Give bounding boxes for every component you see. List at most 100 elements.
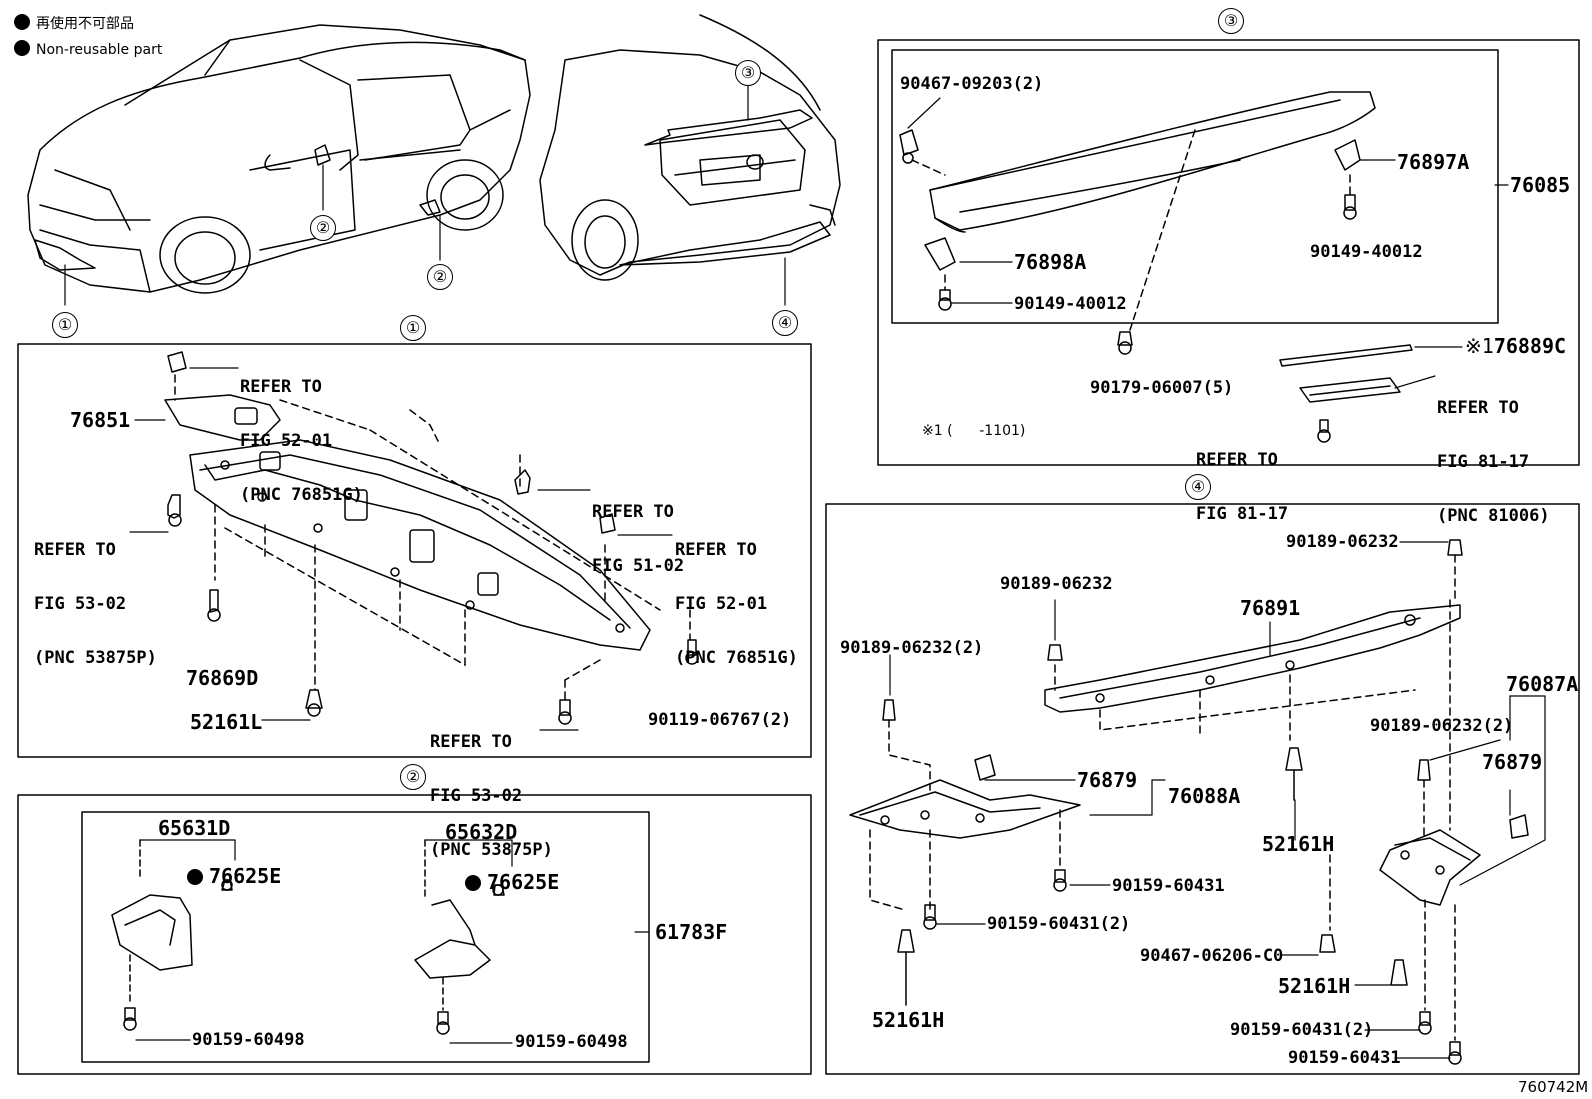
ref-line: (PNC 76851G) xyxy=(240,485,363,505)
part-number: 76889C xyxy=(1493,334,1567,358)
ref-line: REFER TO xyxy=(1196,450,1278,470)
legend-jp-text: 再使用不可部品 xyxy=(36,16,134,32)
part-65631D: 65631D xyxy=(158,816,231,840)
ref-fig-53-02-left: REFER TO FIG 53-02 (PNC 53875P) xyxy=(34,508,157,684)
callout-1-header: ① xyxy=(400,315,426,341)
callout-1-car: ① xyxy=(52,312,78,338)
part-52161L: 52161L xyxy=(190,710,263,734)
ref-line: REFER TO xyxy=(240,377,322,397)
legend-en: Non-reusable part xyxy=(14,40,162,57)
ref-fig-51-02: REFER TO FIG 51-02 xyxy=(592,470,684,592)
ref-line: REFER TO xyxy=(592,502,674,522)
part-76869D: 76869D xyxy=(186,666,259,690)
part-76088A: 76088A xyxy=(1168,784,1241,808)
part-76897A: 76897A xyxy=(1397,150,1470,174)
part-76879-right: 76879 xyxy=(1482,750,1543,774)
part-61783F: 61783F xyxy=(655,920,728,944)
ref-line: FIG 81-17 xyxy=(1437,452,1530,472)
section-1-frame xyxy=(17,343,812,758)
non-reusable-dot-icon xyxy=(14,40,30,56)
part-number: 76625E xyxy=(209,864,282,888)
part-76879-left: 76879 xyxy=(1077,768,1138,792)
section-2-inner-frame xyxy=(81,811,650,1063)
ref-line: REFER TO xyxy=(1437,398,1519,418)
section-1-undercover xyxy=(164,351,699,725)
section-2-frame xyxy=(17,794,812,1075)
callout-2-car-sill: ② xyxy=(427,264,453,290)
section-4-frame xyxy=(825,503,1580,1075)
section-2-mudguards xyxy=(111,839,505,1035)
part-90159-60431-mid: 90159-60431 xyxy=(1112,876,1225,896)
ref-fig-52-01-top: REFER TO FIG 52-01 (PNC 76851G) xyxy=(240,345,363,521)
part-52161H-right: 52161H xyxy=(1278,974,1351,998)
part-76898A: 76898A xyxy=(1014,250,1087,274)
ref-line: FIG 53-02 xyxy=(430,786,523,806)
section-4-rear-undercover xyxy=(849,539,1529,1065)
non-reusable-dot-icon xyxy=(187,869,203,885)
part-90189-06232-left: 90189-06232(2) xyxy=(840,638,984,658)
part-90179-06007: 90179-06007(5) xyxy=(1090,378,1234,398)
ref-fig-81-17: REFER TO FIG 81-17 xyxy=(1196,418,1288,540)
section-3-inner-frame xyxy=(891,49,1499,324)
callout-2-car-mirror: ② xyxy=(310,215,336,241)
part-90159-60431-2-left: 90159-60431(2) xyxy=(987,914,1131,934)
part-76085: 76085 xyxy=(1510,173,1571,197)
ref-line: (PNC 81006) xyxy=(1437,506,1550,526)
ref-fig-81-17-pnc: REFER TO FIG 81-17 (PNC 81006) xyxy=(1437,366,1550,542)
part-90159-60431-bottom: 90159-60431 xyxy=(1288,1048,1401,1068)
callout-4-header: ④ xyxy=(1185,474,1211,500)
non-reusable-dot-icon xyxy=(465,875,481,891)
callout-2-header: ② xyxy=(400,764,426,790)
part-90159-60498-right: 90159-60498 xyxy=(515,1032,628,1052)
part-76087A: 76087A xyxy=(1506,672,1579,696)
leader-lines xyxy=(64,84,1546,1059)
ref-line: FIG 52-01 xyxy=(675,594,768,614)
part-52161H-left: 52161H xyxy=(872,1008,945,1032)
ref-line: FIG 51-02 xyxy=(592,556,685,576)
part-90149-40012-right: 90149-40012 xyxy=(1310,242,1423,262)
ref-line: FIG 53-02 xyxy=(34,594,127,614)
car-rear-view xyxy=(539,14,841,281)
part-76851: 76851 xyxy=(70,408,131,432)
part-90467-06206-C0: 90467-06206-C0 xyxy=(1140,946,1284,966)
ref-line: REFER TO xyxy=(430,732,512,752)
ref-fig-53-02-bottom: REFER TO FIG 53-02 (PNC 53875P) xyxy=(430,700,553,876)
part-90189-06232-mid: 90189-06232 xyxy=(1000,574,1113,594)
ref-line: (PNC 53875P) xyxy=(430,840,553,860)
callout-3-car: ③ xyxy=(735,60,761,86)
callout-3-header: ③ xyxy=(1218,8,1244,34)
part-90159-60498-left: 90159-60498 xyxy=(192,1030,305,1050)
part-90467-09203: 90467-09203(2) xyxy=(900,74,1044,94)
part-52161H-center: 52161H xyxy=(1262,832,1335,856)
part-90159-60431-2-right: 90159-60431(2) xyxy=(1230,1020,1374,1040)
ref-line: (PNC 53875P) xyxy=(34,648,157,668)
legend-jp: 再使用不可部品 xyxy=(14,14,134,31)
part-76625E-right: 76625E xyxy=(465,872,559,892)
part-76891: 76891 xyxy=(1240,596,1301,620)
part-76889C: ※176889C xyxy=(1465,336,1566,356)
part-76625E-left: 76625E xyxy=(187,866,281,886)
callout-4-car: ④ xyxy=(772,310,798,336)
ref-line: FIG 52-01 xyxy=(240,431,333,451)
ref-line: FIG 81-17 xyxy=(1196,504,1289,524)
non-reusable-dot-icon xyxy=(14,14,30,30)
note-mark: ※1 xyxy=(1465,334,1494,358)
figure-id: 760742M xyxy=(1518,1078,1589,1096)
part-90189-06232-top: 90189-06232 xyxy=(1286,532,1399,552)
part-90149-40012-left: 90149-40012 xyxy=(1014,294,1127,314)
part-90119-06767: 90119-06767(2) xyxy=(648,710,792,730)
section-3-frame xyxy=(877,39,1580,466)
ref-fig-52-01-right: REFER TO FIG 52-01 (PNC 76851G) xyxy=(675,508,798,684)
legend-en-text: Non-reusable part xyxy=(36,42,163,58)
ref-line: (PNC 76851G) xyxy=(675,648,798,668)
ref-line: REFER TO xyxy=(675,540,757,560)
part-65632D: 65632D xyxy=(445,820,518,844)
note-1101: ※1 ( -1101) xyxy=(922,423,1026,439)
car-front-view xyxy=(27,24,531,294)
part-90189-06232-right: 90189-06232(2) xyxy=(1370,716,1514,736)
part-number: 76625E xyxy=(487,870,560,894)
section-3-spoiler xyxy=(899,91,1413,443)
ref-line: REFER TO xyxy=(34,540,116,560)
